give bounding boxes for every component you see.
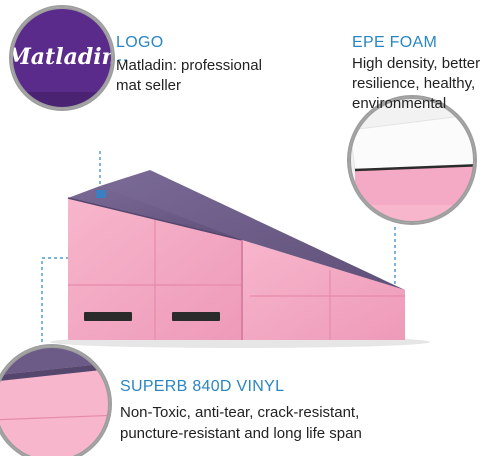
vinyl-leader-line: [41, 257, 70, 348]
vinyl-callout-line-1: Non-Toxic, anti-tear, crack-resistant,: [120, 404, 360, 421]
brand-logo-text: Matladin: [5, 44, 117, 70]
vinyl-callout-line-2: puncture-resistant and long life span: [120, 425, 362, 442]
logo-callout-title: LOGO: [116, 34, 164, 51]
logo-callout-line-1: Matladin: professional: [116, 57, 262, 74]
foam-callout-line-2: resilience, healthy,: [352, 75, 476, 92]
logo-callout-line-2: mat seller: [116, 77, 182, 94]
brand-tag-icon: [96, 190, 106, 198]
foam-callout-line-3: environmental: [352, 95, 447, 112]
vinyl-corner-icon: [0, 344, 112, 456]
foam-closeup-icon: [347, 95, 477, 225]
brand-badge-icon: Matladin: [5, 5, 117, 111]
handle-middle: [172, 312, 220, 321]
handle-left: [84, 312, 132, 321]
foam-callout-line-1: High density, better: [352, 55, 481, 72]
foam-callout-title: EPE FOAM: [352, 34, 438, 51]
vinyl-callout-title: SUPERB 840D VINYL: [120, 378, 285, 395]
incline-mat-image: [50, 170, 430, 348]
